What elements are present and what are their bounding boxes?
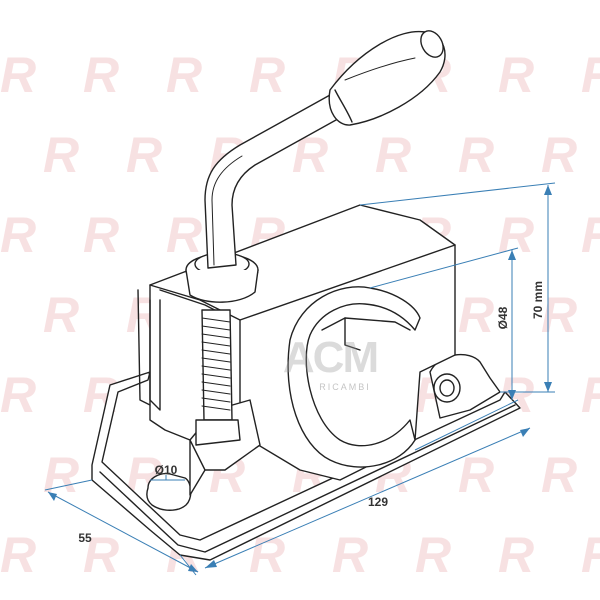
watermark-tile-r: R	[83, 527, 119, 583]
watermark-tile-r: R	[541, 287, 577, 343]
width-label: 55	[78, 531, 92, 545]
watermark-tile-r: R	[498, 47, 534, 103]
watermark-tile-r: R	[498, 527, 534, 583]
watermark-tile-r: R	[0, 367, 36, 423]
width-dim-line	[47, 491, 199, 573]
watermark-tile-r: R	[43, 287, 79, 343]
watermark-logo: ACM	[283, 333, 377, 382]
watermark-tile-r: R	[541, 127, 577, 183]
height-label: 70 mm	[531, 281, 545, 319]
watermark-tile-r: R	[458, 127, 494, 183]
watermark-subtitle: RICAMBI	[319, 382, 371, 392]
dimension-lines	[44, 182, 556, 576]
watermark-tile-r: R	[0, 527, 36, 583]
length-dim-line	[204, 427, 531, 569]
diameter-label: Ø48	[496, 306, 510, 329]
clamp-drawing	[91, 30, 521, 561]
watermark-tile-r: R	[0, 207, 36, 263]
watermark-tile-r: R	[43, 447, 79, 503]
clamp-ring	[287, 286, 421, 468]
watermark-tile-r: R	[581, 207, 600, 263]
watermark-tile-r: R	[458, 447, 494, 503]
bolt-hole-slot	[146, 472, 192, 511]
watermark-tile-r: R	[126, 127, 162, 183]
watermark-tile-r: R	[581, 527, 600, 583]
watermark-tile-r: R	[332, 527, 368, 583]
watermark-tile-r: R	[83, 47, 119, 103]
watermark-tile-r: R	[43, 127, 79, 183]
watermark-tile-r: R	[166, 207, 202, 263]
watermark-tile-r: R	[498, 207, 534, 263]
watermark-tile-r: R	[581, 367, 600, 423]
watermark-tile-r: R	[83, 207, 119, 263]
watermark-tile-r: R	[581, 47, 600, 103]
length-label: 129	[368, 495, 388, 509]
grip-end-cap	[420, 30, 444, 58]
watermark-tile-r: R	[375, 127, 411, 183]
watermark-tile-r: R	[541, 447, 577, 503]
handle-grip	[328, 30, 446, 126]
bolt-hole-label: Ø10	[155, 463, 178, 477]
watermark-tile-r: R	[458, 287, 494, 343]
brand-watermark: ACM RICAMBI	[283, 333, 379, 392]
watermark-tile-r: R	[166, 47, 202, 103]
watermark-tile-r: R	[0, 47, 36, 103]
watermark-tile-r: R	[415, 527, 451, 583]
watermark-tile-r: R	[249, 47, 285, 103]
